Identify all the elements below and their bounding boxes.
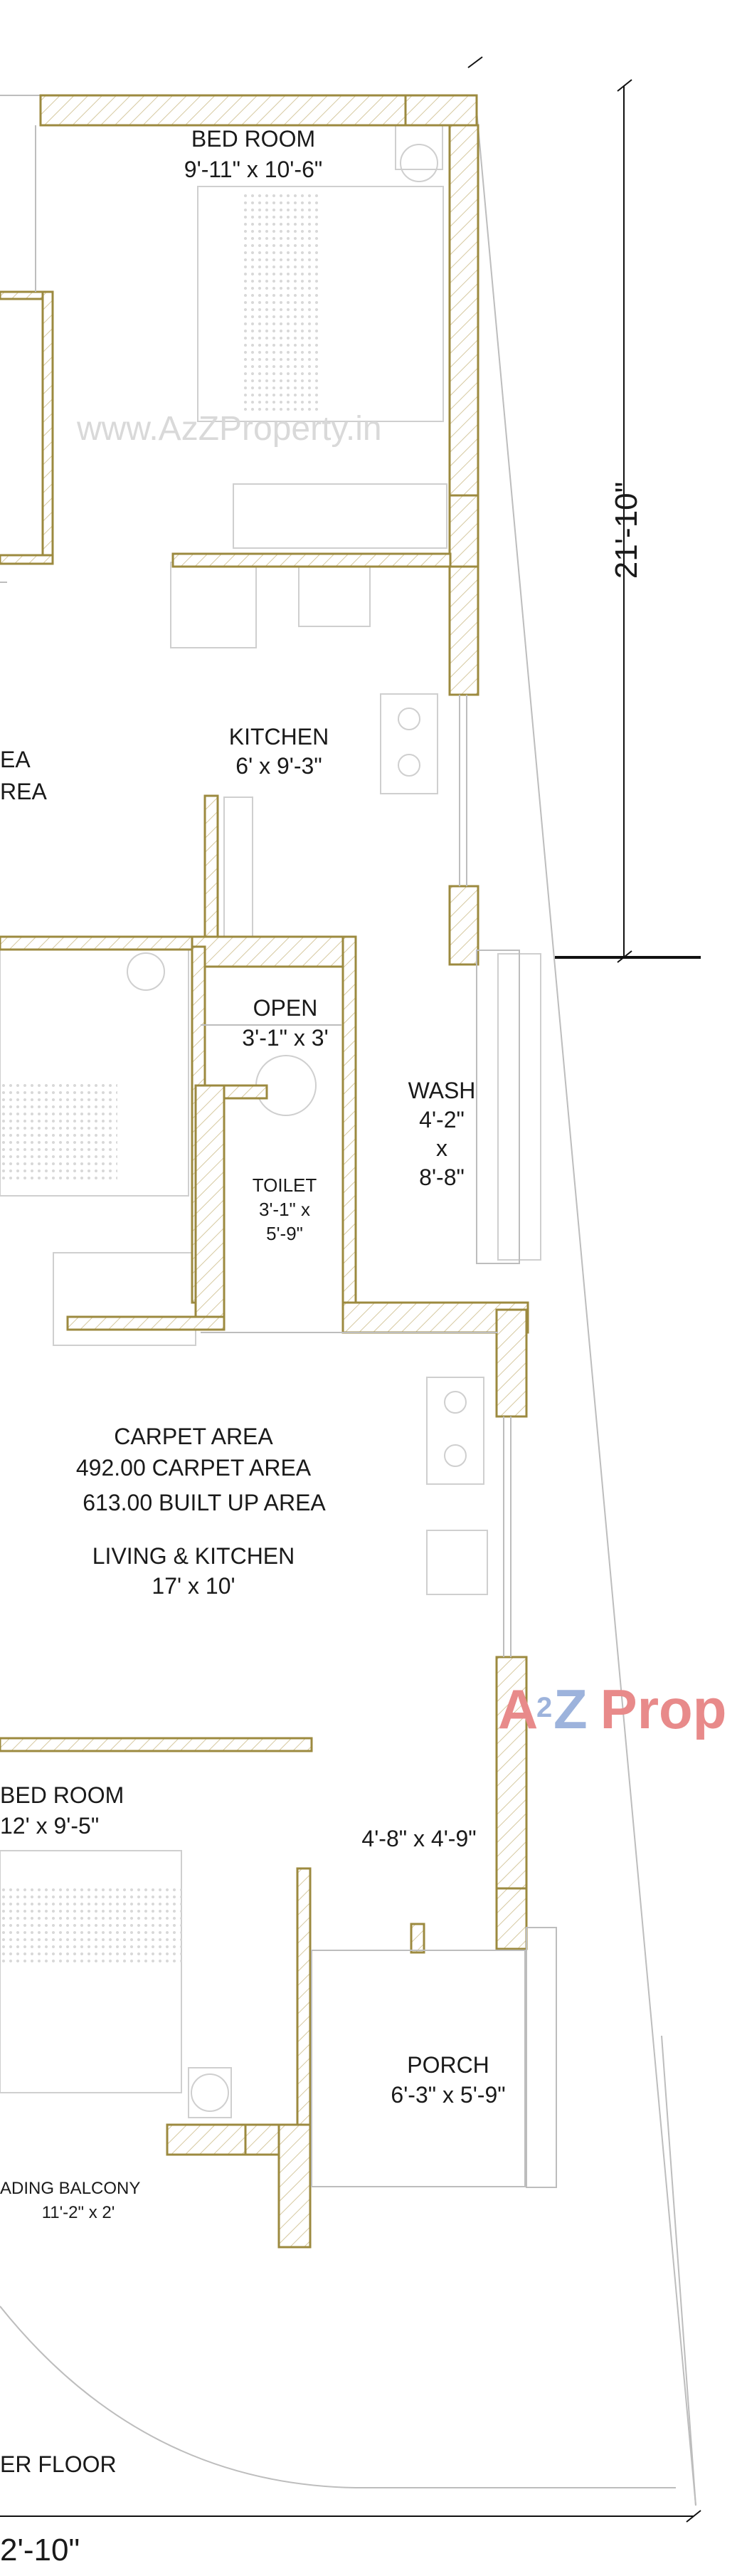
bed-top [197, 186, 444, 422]
bedroom-top-name: BED ROOM [191, 126, 315, 152]
bed-bottom [0, 1850, 182, 2093]
brand-watermark: A 2 Z Prop [498, 1678, 726, 1740]
window-lines [0, 125, 557, 2188]
kitchen-name: KITCHEN [229, 724, 329, 750]
wall-living-bottom [0, 1737, 313, 1752]
wash-name: WASH [408, 1078, 476, 1103]
toilet-size-1: 3'-1" x [259, 1199, 310, 1220]
wash-size-width: 4'-2" [419, 1107, 465, 1132]
toilet-size-2: 5'-9" [266, 1223, 303, 1244]
partial-area-line1: EA [0, 747, 31, 772]
floor-label: ER FLOOR [0, 2451, 117, 2477]
fridge [170, 562, 257, 648]
wall-open-right [341, 935, 357, 1315]
wall-kitchen-top [171, 552, 452, 568]
hob-top [380, 693, 438, 794]
vanity [53, 1252, 196, 1346]
passage-size: 4'-8" x 4'-9" [361, 1826, 476, 1851]
open-size: 3'-1" x 3' [242, 1025, 328, 1051]
bedroom-top-size: 9'-11" x 10'-6" [184, 157, 322, 182]
counter [223, 797, 253, 940]
wall-left-block [41, 290, 54, 564]
porch-size: 6'-3" x 5'-9" [391, 2082, 505, 2108]
porch-outline [311, 1950, 526, 2187]
wall-balcony-column [277, 2123, 312, 2249]
wall-balcony-right [296, 1867, 312, 2151]
wardrobe-top [233, 483, 447, 549]
wash-size-height: 8'-8" [419, 1165, 465, 1190]
sink-bottom [426, 1530, 488, 1595]
toilet-name: TOILET [253, 1174, 317, 1196]
lamp-top-icon [400, 144, 438, 182]
wall-top [39, 94, 407, 127]
living-kitchen-size: 17' x 10' [152, 1573, 235, 1599]
wall-open-top [191, 935, 357, 968]
walls [0, 94, 529, 2249]
wash-size-x: x [436, 1135, 447, 1161]
dimension-width: 2'-10" [0, 2533, 80, 2567]
kitchen-sink [298, 562, 371, 627]
site-watermark: www.AzZProperty.in [76, 410, 382, 448]
bedroom-bottom-name: BED ROOM [0, 1782, 124, 1808]
bed-pillow-top [242, 192, 320, 413]
wall-toilet-left [194, 1084, 226, 1329]
bedroom-bottom-size: 12' x 9'-5" [0, 1813, 99, 1839]
hob-bottom [426, 1377, 484, 1485]
balcony-size: 11'-2" x 2' [42, 2203, 115, 2222]
partial-area-line2: REA [0, 779, 47, 804]
balcony-name: ADING BALCONY [0, 2179, 140, 2198]
living-kitchen-name: LIVING & KITCHEN [92, 1543, 295, 1569]
dimension-height: 21'-10" [609, 482, 644, 579]
wall-porch-right [495, 1656, 528, 1890]
open-name: OPEN [253, 995, 318, 1021]
furniture [0, 113, 541, 2118]
kitchen-size: 6' x 9'-3" [235, 753, 322, 779]
porch-name: PORCH [407, 2052, 489, 2078]
wall-right-upper [448, 124, 479, 497]
svg-text:A: A [498, 1678, 538, 1740]
wall-right-short [448, 885, 479, 966]
carpet-area-heading: CARPET AREA [114, 1424, 273, 1449]
svg-text:Z: Z [553, 1678, 588, 1740]
svg-text:Prop: Prop [585, 1678, 726, 1740]
dimension-lines [0, 56, 701, 2523]
wall-bed-bottom [66, 1315, 226, 1331]
lamp-bottom-icon [191, 2073, 229, 2112]
carpet-area-value: 492.00 CARPET AREA [76, 1455, 312, 1481]
builtup-area-value: 613.00 BUILT UP AREA [83, 1490, 326, 1515]
svg-text:2: 2 [536, 1692, 552, 1723]
